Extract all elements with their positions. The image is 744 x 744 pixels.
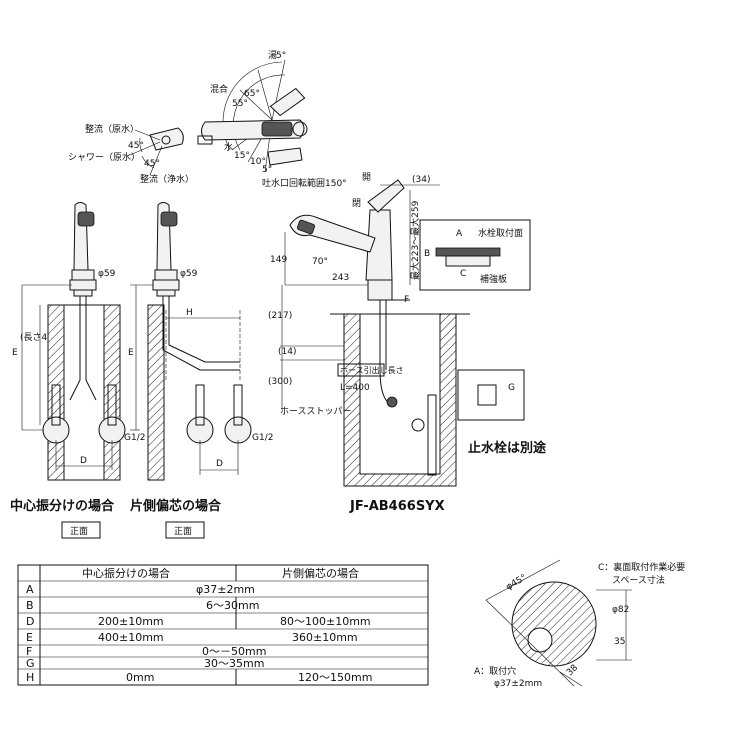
row-value-side: 80～100±10mm [280,615,371,628]
g12-left: G1/2 [124,433,145,443]
caption-side: 片側偏芯の場合 [130,498,222,514]
label-hot: 湯 [268,50,277,61]
row-value: 30～35mm [204,657,264,670]
header-center: 中心振分けの場合 [82,566,170,580]
label-hose-out: ホース引出し長さ [340,365,404,375]
front-tag-left: 正面 [70,526,88,537]
angle-water-2: 10° [250,157,266,167]
caption-center: 中心振分けの場合 [10,498,115,514]
letter-d-left: D [80,456,87,466]
label-mix: 混合 [210,83,228,95]
row-key: E [26,631,33,644]
angle-hot: 5° [276,51,286,61]
front-tag-right: 正面 [174,526,192,537]
spec-table: 中心振分けの場合 片側偏芯の場合 A φ37±2mm B 6～30mm D 20… [17,564,429,686]
angle-b: 45° [144,159,160,169]
row-key: H [26,671,34,684]
label-seiryu-jou: 整流（浄水） [140,173,194,185]
row-value-side: 120～150mm [298,671,372,684]
angle-mix-2: 65° [244,89,260,99]
row-key: D [26,615,34,628]
front-view-side: φ59 E H D G1/2 [128,202,273,481]
dim-59-right: φ59 [180,269,198,279]
hole-diagram: C：裏面取付作業必要 スペース寸法 φ45° φ82 35 38 A：取付穴 φ… [474,559,685,689]
label-seiryu-gen: 整流（原水） [85,123,139,135]
label-open: 開 [362,172,371,183]
row-value-side: 360±10mm [292,631,358,644]
dim-463: (長さ463) [20,332,62,343]
spray-view: 整流（原水） シャワー（原水） 整流（浄水） 45° 45° [68,123,194,185]
label-l400: L=400 [340,383,370,393]
row-key: B [26,599,34,612]
model-name: JF-AB466SYX [349,499,445,514]
row-key: G [26,657,35,670]
label-c-line1: C：裏面取付作業必要 [598,561,685,573]
angle-70: 70° [312,257,328,267]
label-water: 水 [224,141,233,153]
header-side: 片側偏芯の場合 [282,566,359,580]
angle-water-3: 5° [262,165,272,175]
row-value: 6～30mm [206,599,259,612]
g12-right: G1/2 [252,433,273,443]
letter-a: A [456,229,463,239]
label-mount-face: 水栓取付面 [478,227,523,239]
letter-d-right: D [216,459,223,469]
dim-82: φ82 [612,605,629,615]
row-value: φ37±2mm [196,583,255,596]
label-f: F [404,295,409,305]
label-a-line2: φ37±2mm [494,679,542,689]
dim-217: (217) [268,311,292,321]
label-stop-valve: 止水栓は別途 [468,440,547,456]
label-shower: シャワー（原水） [68,151,140,163]
angle-a: 45° [128,141,144,151]
label-close: 閉 [352,198,361,209]
label-hose-stopper: ホースストッパー [280,406,352,417]
side-view: 開 閉 (34) 最大223～最大259 149 70° 243 (217) (… [268,172,547,514]
dim-300: (300) [268,377,292,387]
dim-243: 243 [332,273,349,283]
letter-e-right: E [128,348,134,358]
top-view: 混合 湯 5° 55° 65° 水 15° 10° 5° 吐水口回転範囲150° [197,50,347,189]
row-value: 0～－50mm [202,645,266,658]
letter-h: H [186,308,193,318]
dim-38: 38 [565,663,580,678]
dim-45: φ45° [505,573,529,593]
row-key: F [26,645,32,658]
row-value-center: 0mm [126,671,154,684]
label-c-line2: スペース寸法 [612,574,665,586]
angle-mix-1: 55° [232,99,248,109]
letter-c: C [460,269,466,279]
dim-34: (34) [412,175,430,185]
dim-149: 149 [270,255,287,265]
dim-59-left: φ59 [98,269,116,279]
letter-b: B [424,249,430,259]
front-view-center: φ59 E (長さ463) D G1/2 [12,202,145,481]
row-key: A [26,583,34,596]
letter-e-left: E [12,348,18,358]
label-rotate: 吐水口回転範囲150° [262,177,347,189]
label-plate: 補強板 [480,273,507,285]
detail-box: A 水栓取付面 B C 補強板 [419,219,531,291]
row-value-center: 200±10mm [98,615,164,628]
dim-range: 最大223～最大259 [409,200,421,280]
row-value-center: 400±10mm [98,631,164,644]
angle-water-1: 15° [234,151,250,161]
letter-g: G [508,383,515,393]
dim-14: (14) [278,347,296,357]
dim-35: 35 [614,637,625,647]
label-a-line1: A：取付穴 [474,665,516,677]
